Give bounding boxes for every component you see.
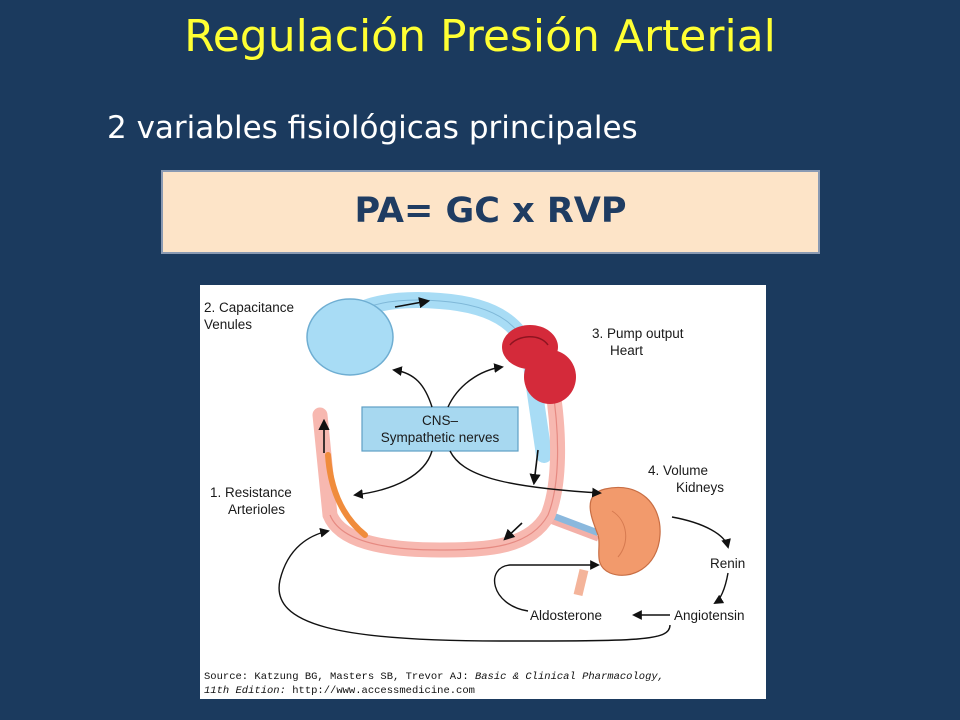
venules-reservoir bbox=[306, 298, 394, 376]
aldosterone-label: Aldosterone bbox=[530, 608, 602, 623]
arterial-vessel-outline bbox=[329, 384, 559, 551]
cns-arrow-to-venules bbox=[392, 366, 433, 408]
cns-label-line1: CNS– bbox=[422, 413, 459, 428]
arrow-aldosterone-to-kidney bbox=[494, 560, 600, 612]
arrow-renin-to-angiotensin bbox=[713, 572, 729, 605]
kidney-icon bbox=[589, 486, 661, 576]
cns-box bbox=[361, 406, 519, 452]
cns-arrow-to-kidney bbox=[449, 450, 602, 498]
cns-arrow-to-heart bbox=[447, 363, 504, 408]
cns-label-line2: Sympathetic nerves bbox=[381, 430, 500, 445]
capacitance-label-line1: 2. Capacitance bbox=[204, 300, 294, 315]
ureter bbox=[573, 568, 589, 597]
renal-artery bbox=[544, 516, 599, 542]
arrow-angiotensin-to-arterioles bbox=[278, 527, 671, 642]
capacitance-label-line2: Venules bbox=[204, 317, 252, 332]
renin-label: Renin bbox=[710, 556, 745, 571]
flow-arrow-right bbox=[529, 449, 541, 486]
slide-title: Regulación Presión Arterial bbox=[184, 11, 776, 62]
source-url: http://www.accessmedicine.com bbox=[286, 685, 475, 697]
pump-label-line1: 3. Pump output bbox=[592, 326, 684, 341]
source-prefix: Source: Katzung BG, Masters SB, Trevor A… bbox=[204, 671, 475, 683]
resistance-label-line1: 1. Resistance bbox=[210, 485, 292, 500]
source-edition: 11th Edition: bbox=[204, 685, 286, 697]
arrow-kidney-to-renin bbox=[671, 516, 731, 549]
formula-box: PA= GC x RVP bbox=[161, 170, 820, 254]
volume-label-line1: 4. Volume bbox=[648, 463, 708, 478]
regulation-diagram: CNS– Sympathetic nerves 2. Capacitance V… bbox=[204, 292, 745, 697]
flow-arrow-top bbox=[394, 297, 431, 309]
source-citation-line1: Source: Katzung BG, Masters SB, Trevor A… bbox=[204, 671, 664, 683]
blood-pressure-regulation-figure: CNS– Sympathetic nerves 2. Capacitance V… bbox=[200, 285, 766, 699]
cns-arrow-to-arterioles bbox=[353, 450, 433, 499]
flow-arrow-bottom bbox=[503, 522, 523, 541]
source-citation-line2: 11th Edition: http://www.accessmedicine.… bbox=[204, 685, 475, 697]
resistance-label-line2: Arterioles bbox=[228, 502, 285, 517]
arterioles-vessel bbox=[325, 452, 368, 538]
heart-icon bbox=[502, 325, 576, 404]
volume-label-line2: Kidneys bbox=[676, 480, 724, 495]
pump-label-line2: Heart bbox=[610, 343, 643, 358]
formula-text: PA= GC x RVP bbox=[354, 191, 627, 231]
source-book-title: Basic & Clinical Pharmacology, bbox=[475, 671, 664, 683]
slide-subtitle: 2 variables fisiológicas principales bbox=[107, 110, 638, 146]
angiotensin-label: Angiotensin bbox=[674, 608, 745, 623]
